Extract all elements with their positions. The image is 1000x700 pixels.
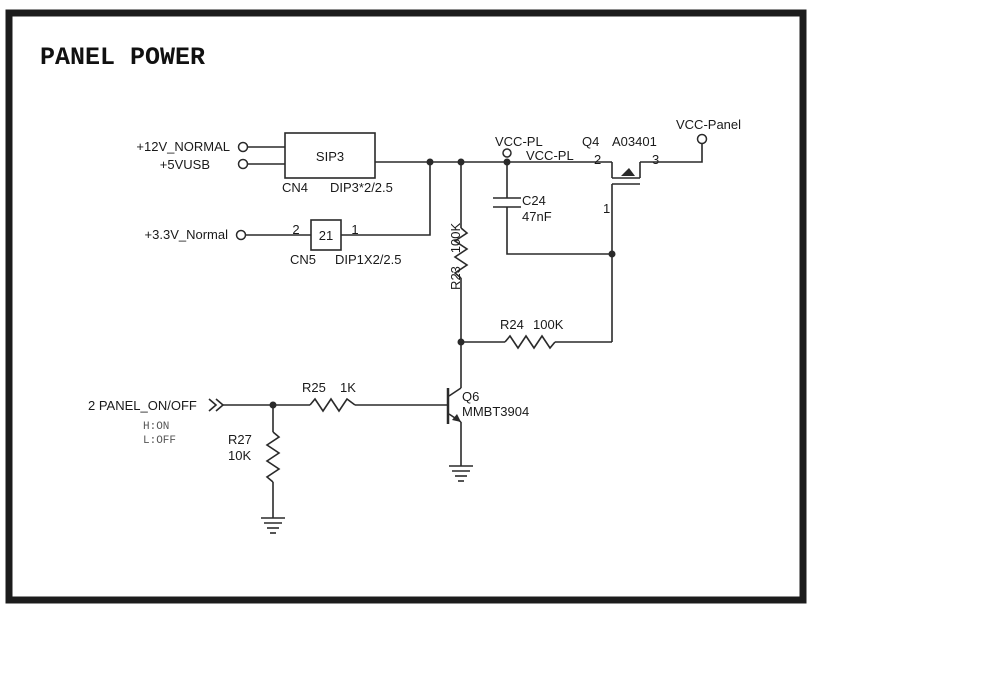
mosfet-q4: Q4 A03401 2 3 1	[582, 134, 659, 254]
cn4-body-label: SIP3	[316, 149, 344, 164]
net-label-vcc-panel: VCC-Panel	[676, 117, 741, 132]
q4-body-diode-icon	[621, 168, 635, 176]
r24-value: 100K	[533, 317, 564, 332]
terminal-vcc-pl	[502, 148, 512, 158]
r23-value: 100K	[448, 222, 463, 253]
r27-ref: R27	[228, 432, 252, 447]
cn5-ref: CN5	[290, 252, 316, 267]
terminal-vcc-panel	[696, 133, 708, 145]
cn5-value: DIP1X2/2.5	[335, 252, 402, 267]
q4-value: A03401	[612, 134, 657, 149]
note-h-on: H:ON	[143, 421, 169, 433]
connector-cn4: SIP3 CN4 DIP3*2/2.5	[282, 132, 393, 195]
terminal-5vusb	[237, 158, 249, 170]
schematic-title: PANEL POWER	[40, 43, 205, 72]
connector-cn5: 21 2 1 CN5 DIP1X2/2.5	[290, 219, 402, 267]
ground-q6-icon	[449, 465, 473, 482]
terminal-12v	[237, 141, 249, 153]
resistor-r24	[504, 334, 556, 350]
cn5-body	[310, 219, 342, 251]
c24-ref: C24	[522, 193, 546, 208]
net-label-3v3: +3.3V_Normal	[145, 227, 229, 242]
q6-collector-lead	[448, 387, 462, 397]
net-label-12v: +12V_NORMAL	[136, 139, 230, 154]
q4-pin2: 2	[594, 152, 601, 167]
wire-vcc-panel	[640, 144, 703, 163]
q6-emitter-arrow-icon	[452, 414, 461, 422]
r25-value: 1K	[340, 380, 356, 395]
terminal-3v3	[235, 229, 247, 241]
schematic-frame	[5, 9, 807, 604]
c24-value: 47nF	[522, 209, 552, 224]
cn5-body-label: 21	[319, 228, 333, 243]
r24-ref: R24	[500, 317, 524, 332]
wire-cn5-to-rail	[341, 162, 431, 236]
cn5-pin-right: 1	[351, 222, 358, 237]
resistor-r23	[453, 227, 469, 279]
net-flag-vcc-pl: VCC-PL	[495, 134, 543, 149]
q6-ref: Q6	[462, 389, 479, 404]
net-label-panel-onoff: 2 PANEL_ON/OFF	[88, 398, 197, 413]
resistor-r27	[265, 431, 281, 483]
ground-r27-icon	[261, 517, 285, 534]
cn4-value: DIP3*2/2.5	[330, 180, 393, 195]
q6-value: MMBT3904	[462, 404, 529, 419]
q4-ref: Q4	[582, 134, 599, 149]
resistor-r25	[309, 397, 356, 413]
input-arrow-icon	[208, 398, 218, 412]
r27-value: 10K	[228, 448, 251, 463]
junction-cn5	[426, 158, 434, 166]
q4-pin1: 1	[603, 201, 610, 216]
wire-c24-bottom	[506, 207, 612, 255]
transistor-q6: Q6 MMBT3904	[446, 342, 529, 466]
note-l-off: L:OFF	[143, 435, 176, 447]
q4-pin3: 3	[652, 152, 659, 167]
net-label-5vusb: +5VUSB	[160, 157, 210, 172]
cn5-pin-left: 2	[292, 222, 299, 237]
cn4-body	[284, 132, 376, 179]
net-wire-vcc-pl: VCC-PL	[526, 148, 574, 163]
cn4-ref: CN4	[282, 180, 308, 195]
r25-ref: R25	[302, 380, 326, 395]
r23-ref: R23	[448, 266, 463, 290]
